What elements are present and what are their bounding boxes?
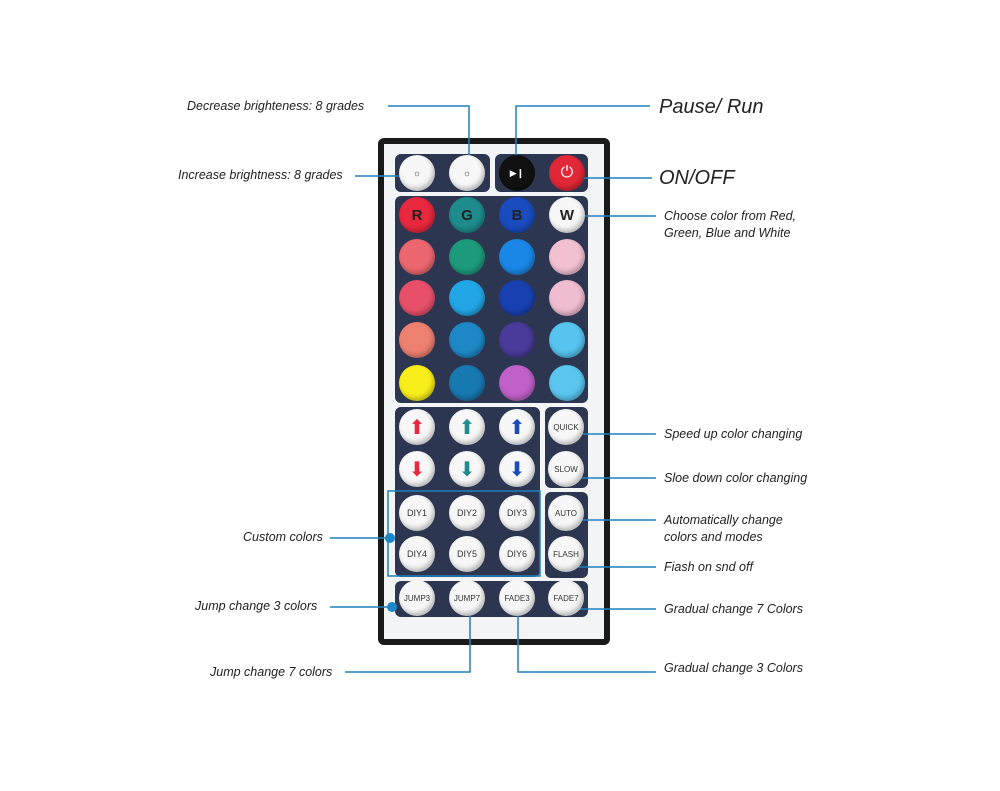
diy6-button[interactable]: DIY6 xyxy=(499,536,535,572)
diy4-button[interactable]: DIY4 xyxy=(399,536,435,572)
slow-button[interactable]: SLOW xyxy=(548,451,584,487)
speed-up-label: Speed up color changing xyxy=(664,427,803,441)
color-letter: G xyxy=(461,206,473,224)
color-button[interactable] xyxy=(549,280,585,316)
flash-label: Fiash on snd off xyxy=(664,560,753,574)
gradual-3-label: Gradual change 3 Colors xyxy=(664,661,803,675)
arrow-down-icon: ⬇ xyxy=(508,458,526,481)
red-up-button[interactable]: ⬆ xyxy=(399,409,435,445)
jump-7-label: Jump change 7 colors xyxy=(210,665,333,679)
choose-color-label-2: Green, Blue and White xyxy=(664,226,791,240)
color-button[interactable] xyxy=(549,365,585,401)
color-button[interactable] xyxy=(449,365,485,401)
play-pause-icon: ▶❙ xyxy=(509,167,525,178)
color-b-button[interactable]: B xyxy=(499,197,535,233)
arrow-down-icon: ⬇ xyxy=(408,458,426,481)
slow-down-label: Sloe down color changing xyxy=(664,471,808,485)
pause-run-label: Pause/ Run xyxy=(659,96,764,118)
color-letter: B xyxy=(511,206,523,224)
color-button[interactable] xyxy=(499,239,535,275)
color-letter: W xyxy=(559,206,575,224)
color-button[interactable] xyxy=(449,239,485,275)
on-off-label: ON/OFF xyxy=(659,167,735,189)
arrow-up-icon: ⬆ xyxy=(458,416,476,439)
green-up-button[interactable]: ⬆ xyxy=(449,409,485,445)
color-r-button[interactable]: R xyxy=(399,197,435,233)
pause-run-button[interactable]: ▶❙ xyxy=(499,155,535,191)
color-button[interactable] xyxy=(399,280,435,316)
color-button[interactable] xyxy=(549,239,585,275)
fade3-button[interactable]: FADE3 xyxy=(499,580,535,616)
jump3-button[interactable]: JUMP3 xyxy=(399,580,435,616)
color-button[interactable] xyxy=(499,365,535,401)
blue-up-button[interactable]: ⬆ xyxy=(499,409,535,445)
color-g-button[interactable]: G xyxy=(449,197,485,233)
color-button[interactable] xyxy=(449,280,485,316)
color-w-button[interactable]: W xyxy=(549,197,585,233)
power-button[interactable]: ⏻ xyxy=(549,155,585,191)
arrow-up-icon: ⬆ xyxy=(508,416,526,439)
increase-brightness-label: Increase brightness: 8 grades xyxy=(178,168,343,182)
sun-icon: ☼ xyxy=(412,168,422,178)
flash-button[interactable]: FLASH xyxy=(548,536,584,572)
green-down-button[interactable]: ⬇ xyxy=(449,451,485,487)
blue-down-button[interactable]: ⬇ xyxy=(499,451,535,487)
auto-label-2: colors and modes xyxy=(664,530,763,544)
color-button[interactable] xyxy=(499,322,535,358)
color-button[interactable] xyxy=(399,322,435,358)
gradual-7-label: Gradual change 7 Colors xyxy=(664,602,803,616)
power-icon: ⏻ xyxy=(560,164,574,181)
jump7-button[interactable]: JUMP7 xyxy=(449,580,485,616)
brightness-up-button[interactable]: ☼ xyxy=(399,155,435,191)
diy3-button[interactable]: DIY3 xyxy=(499,495,535,531)
fade7-button[interactable]: FADE7 xyxy=(548,580,584,616)
arrow-up-icon: ⬆ xyxy=(408,416,426,439)
color-button[interactable] xyxy=(399,365,435,401)
choose-color-label-1: Choose color from Red, xyxy=(664,209,797,223)
color-button[interactable] xyxy=(499,280,535,316)
arrow-down-icon: ⬇ xyxy=(458,458,476,481)
quick-button[interactable]: QUICK xyxy=(548,409,584,445)
color-button[interactable] xyxy=(399,239,435,275)
red-down-button[interactable]: ⬇ xyxy=(399,451,435,487)
auto-button[interactable]: AUTO xyxy=(548,495,584,531)
diy5-button[interactable]: DIY5 xyxy=(449,536,485,572)
color-button[interactable] xyxy=(449,322,485,358)
sun-icon: ☼ xyxy=(462,168,472,178)
diy2-button[interactable]: DIY2 xyxy=(449,495,485,531)
brightness-down-button[interactable]: ☼ xyxy=(449,155,485,191)
color-button[interactable] xyxy=(549,322,585,358)
custom-colors-label: Custom colors xyxy=(243,530,323,544)
decrease-brightness-label: Decrease brighteness: 8 grades xyxy=(187,99,365,113)
jump-3-label: Jump change 3 colors xyxy=(195,599,318,613)
diy1-button[interactable]: DIY1 xyxy=(399,495,435,531)
color-letter: R xyxy=(411,206,423,224)
auto-label-1: Automatically change xyxy=(664,513,783,527)
